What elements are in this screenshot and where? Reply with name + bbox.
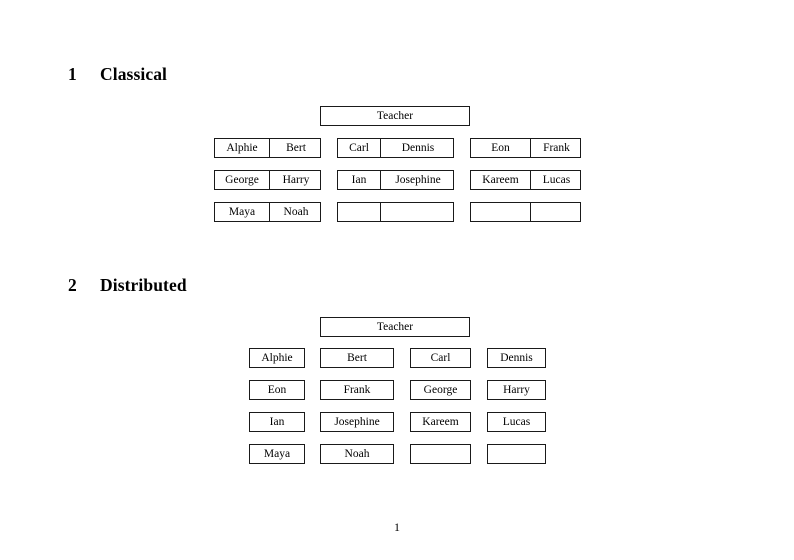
unit-box: Lucas	[487, 412, 546, 432]
unit-box: Maya	[249, 444, 305, 464]
pair-cell-right: Noah	[269, 203, 320, 221]
unit-box: Ian	[249, 412, 305, 432]
unit-box: Bert	[320, 348, 394, 368]
section-heading-classical: 1 Classical	[68, 64, 167, 85]
pair-cell-left: Carl	[349, 142, 369, 154]
pair-cell-left: Eon	[491, 142, 510, 154]
pair-cell-left: Alphie	[226, 142, 258, 154]
pair-cell-left: Maya	[228, 206, 256, 218]
pair-cell-right: Harry	[269, 171, 320, 189]
pair-box: Eon Frank	[470, 138, 581, 158]
pair-box: Kareem Lucas	[470, 170, 581, 190]
section-title: Classical	[100, 64, 168, 84]
unit-box	[487, 444, 546, 464]
unit-box: Noah	[320, 444, 394, 464]
page-number: 1	[394, 520, 400, 534]
unit-box: Dennis	[487, 348, 546, 368]
unit-box: Eon	[249, 380, 305, 400]
unit-box: George	[410, 380, 471, 400]
pair-box	[337, 202, 454, 222]
pair-cell-right: Frank	[530, 139, 580, 157]
section-heading-distributed: 2 Distributed	[68, 275, 187, 296]
pair-cell-left: George	[225, 174, 259, 186]
pair-cell-right: Josephine	[380, 171, 453, 189]
section-title: Distributed	[100, 275, 187, 295]
pair-cell-left: Ian	[351, 174, 367, 186]
pair-cell-left: Kareem	[482, 174, 519, 186]
unit-box: Harry	[487, 380, 546, 400]
pair-cell-left	[471, 203, 530, 221]
unit-box	[410, 444, 471, 464]
unit-box: Frank	[320, 380, 394, 400]
unit-box: Josephine	[320, 412, 394, 432]
pair-cell-right: Bert	[269, 139, 320, 157]
unit-box: Carl	[410, 348, 471, 368]
section-number: 2	[68, 275, 77, 295]
pair-cell-right: Dennis	[380, 139, 453, 157]
pair-box: Maya Noah	[214, 202, 321, 222]
pair-box: Ian Josephine	[337, 170, 454, 190]
teacher-box-distributed: Teacher	[320, 317, 470, 337]
section-number: 1	[68, 64, 77, 84]
pair-box: George Harry	[214, 170, 321, 190]
pair-cell-left	[338, 203, 380, 221]
teacher-box-classical: Teacher	[320, 106, 470, 126]
pair-box: Carl Dennis	[337, 138, 454, 158]
pair-cell-right: Lucas	[530, 171, 580, 189]
pair-cell-right	[530, 203, 580, 221]
unit-box: Alphie	[249, 348, 305, 368]
pair-cell-right	[380, 203, 453, 221]
pair-box	[470, 202, 581, 222]
pair-box: Alphie Bert	[214, 138, 321, 158]
unit-box: Kareem	[410, 412, 471, 432]
